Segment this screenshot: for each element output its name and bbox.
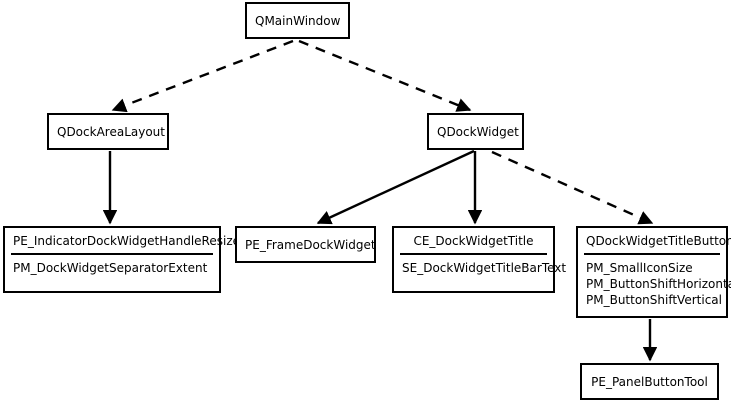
node-qdockwidget[interactable]: QDockWidget (427, 113, 524, 150)
node-qdockwidget-title: QDockWidget (437, 124, 519, 139)
node-qdockwidgettitlebutton[interactable]: QDockWidgetTitleButton PM_SmallIconSize … (576, 226, 731, 318)
node-qdockwidgettitlebutton-members: PM_SmallIconSize PM_ButtonShiftHorizonta… (578, 255, 731, 314)
node-qmainwindow-header: QMainWindow (247, 14, 348, 28)
node-pe-panelbuttontool-title: PE_PanelButtonTool (591, 374, 708, 389)
node-pe-indicator-members: PM_DockWidgetSeparatorExtent (5, 255, 219, 282)
member-item: PM_SmallIconSize (586, 261, 693, 275)
compartment-divider (11, 253, 213, 255)
node-pe-indicator-dockwidget-handle-resize[interactable]: PE_IndicatorDockWidgetHandleResize PM_Do… (3, 226, 240, 293)
node-qmainwindow-title: QMainWindow (255, 13, 341, 28)
node-qmainwindow[interactable]: QMainWindow (245, 2, 350, 39)
edge-qmainwindow-qdockarealayout (111, 39, 294, 113)
node-pe-framedockwidget-header: PE_FrameDockWidget (237, 237, 376, 252)
node-pe-indicator-header: PE_IndicatorDockWidgetHandleResize (5, 228, 240, 253)
compartment-divider (584, 253, 720, 255)
node-qdockarealayout-title: QDockAreaLayout (57, 124, 165, 139)
node-qdockarealayout-header: QDockAreaLayout (49, 125, 167, 139)
node-qdockwidget-header: QDockWidget (429, 125, 522, 139)
edge-qmainwindow-qdockwidget (298, 39, 472, 112)
edge-qdockwidget-qdockwidgettitlebutton (491, 150, 654, 225)
node-pe-indicator-title: PE_IndicatorDockWidgetHandleResize (13, 234, 240, 248)
member-item: PM_ButtonShiftHorizontal (586, 277, 731, 291)
node-qdockwidgettitlebutton-header: QDockWidgetTitleButton (578, 228, 731, 253)
node-ce-dockwidgettitle[interactable]: CE_DockWidgetTitle SE_DockWidgetTitleBar… (392, 226, 567, 293)
node-ce-dockwidgettitle-title: CE_DockWidgetTitle (413, 234, 534, 248)
node-pe-framedockwidget[interactable]: PE_FrameDockWidget (235, 226, 376, 263)
member-item: PM_ButtonShiftVertical (586, 293, 722, 307)
node-qdockarealayout[interactable]: QDockAreaLayout (47, 113, 169, 150)
node-pe-framedockwidget-title: PE_FrameDockWidget (245, 237, 376, 252)
member-item: SE_DockWidgetTitleBarText (402, 261, 567, 275)
node-pe-panelbuttontool-header: PE_PanelButtonTool (582, 375, 717, 389)
member-item: PM_DockWidgetSeparatorExtent (13, 261, 208, 275)
node-qdockwidgettitlebutton-title: QDockWidgetTitleButton (586, 234, 731, 248)
compartment-divider (400, 253, 547, 255)
node-ce-dockwidgettitle-members: SE_DockWidgetTitleBarText (394, 255, 567, 282)
edge-qdockwidget-pe-framedockwidget (316, 149, 475, 225)
node-pe-panelbuttontool[interactable]: PE_PanelButtonTool (580, 363, 719, 400)
node-ce-dockwidgettitle-header: CE_DockWidgetTitle (394, 228, 553, 253)
